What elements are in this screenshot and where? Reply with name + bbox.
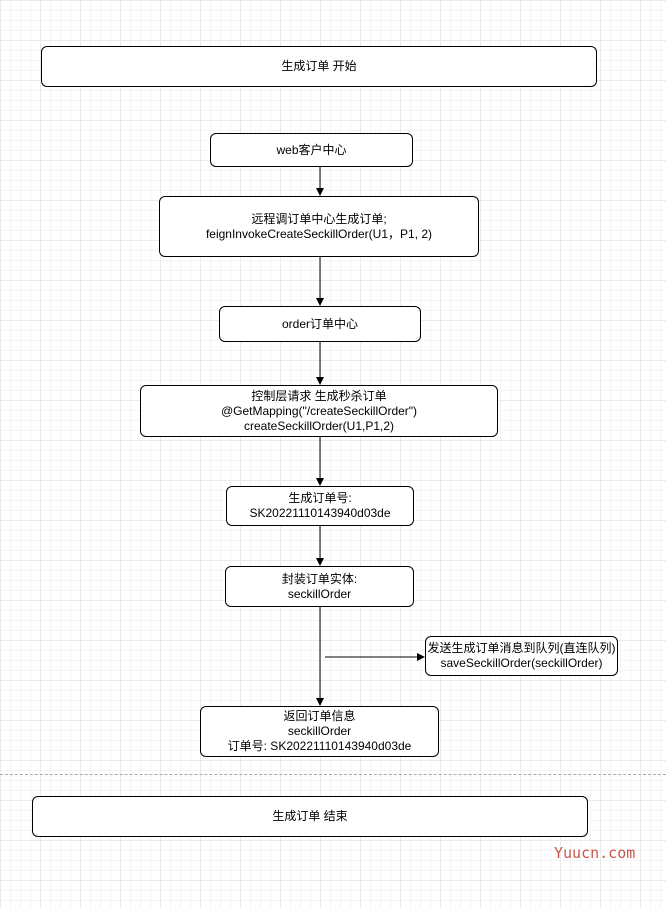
remote-call-node: 远程调订单中心生成订单;feignInvokeCreateSeckillOrde… [159, 196, 479, 257]
start-node: 生成订单 开始 [41, 46, 597, 87]
node-text-line: 订单号: SK20221110143940d03de [227, 739, 412, 753]
node-text-line: 返回订单信息 [283, 709, 356, 723]
node-text-line: 远程调订单中心生成订单; [251, 211, 387, 226]
node-text-line: createSeckillOrder(U1,P1,2) [243, 418, 395, 433]
controller-node: 控制层请求 生成秒杀订单@GetMapping("/createSeckillO… [140, 385, 498, 437]
order-number-node: 生成订单号:SK20221110143940d03de [226, 486, 414, 526]
node-text-line: saveSeckillOrder(seckillOrder) [440, 656, 603, 670]
node-text-line: 生成订单 开始 [281, 59, 357, 73]
node-text-line: 生成订单号: [288, 491, 352, 505]
node-text-line: 控制层请求 生成秒杀订单 [251, 388, 387, 403]
node-text-line: feignInvokeCreateSeckillOrder(U1，P1, 2) [205, 226, 433, 241]
node-text-line: SK20221110143940d03de [249, 506, 391, 520]
dashed-separator [0, 774, 666, 775]
node-text-line: @GetMapping("/createSeckillOrder") [220, 403, 418, 418]
node-text-line: 生成订单 结束 [272, 809, 348, 823]
node-text-line: seckillOrder [287, 586, 352, 601]
node-text-line: web客户中心 [276, 142, 347, 157]
end-node: 生成订单 结束 [32, 796, 588, 837]
web-client-node: web客户中心 [210, 133, 413, 167]
node-text-line: 封装订单实体: [281, 571, 358, 586]
order-center-node: order订单中心 [219, 306, 421, 342]
node-text-line: 发送生成订单消息到队列(直连队列) [427, 641, 616, 655]
node-text-line: order订单中心 [281, 316, 358, 331]
send-mq-node: 发送生成订单消息到队列(直连队列)saveSeckillOrder(seckil… [425, 636, 618, 676]
node-text-line: seckillOrder [287, 724, 352, 738]
order-entity-node: 封装订单实体:seckillOrder [225, 566, 414, 607]
watermark-text: Yuucn.com [554, 844, 636, 862]
